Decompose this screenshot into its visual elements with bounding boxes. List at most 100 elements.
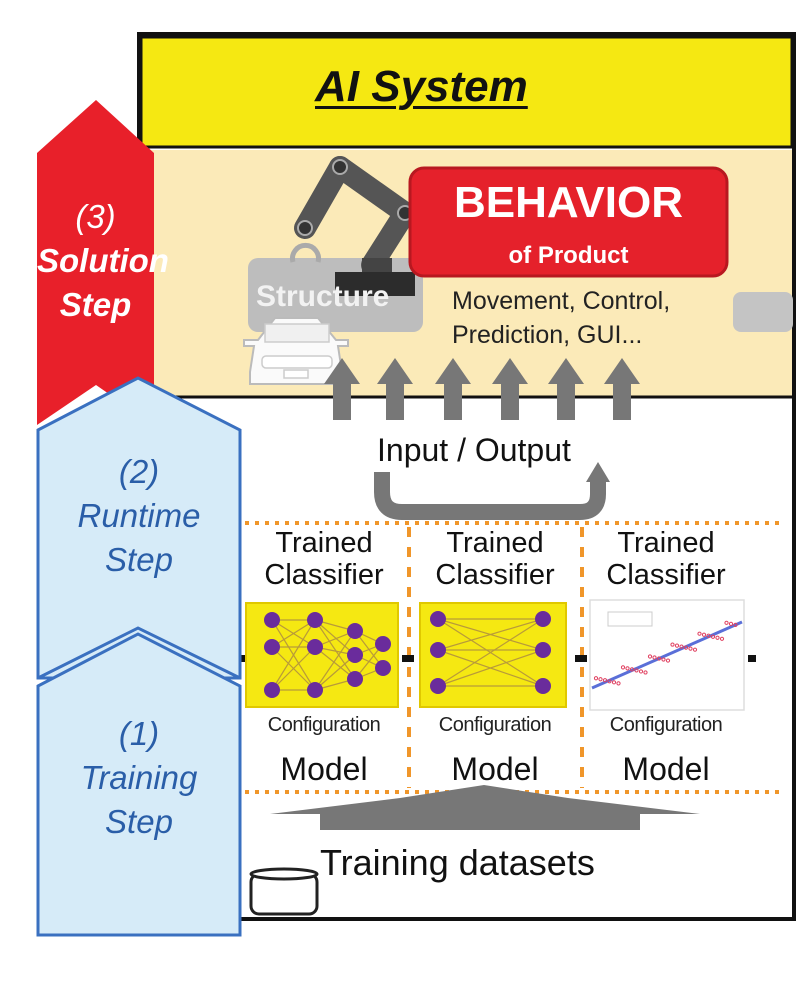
configuration-label: Configuration [267,714,381,736]
nn-edge [271,646,316,691]
nn-edge [437,618,544,651]
page-title: AI System [315,62,528,111]
structure-badge-right [733,292,793,332]
scatter-point [706,633,711,638]
scatter-point [679,644,684,649]
plot-legend [607,611,653,627]
scatter-point [620,665,626,670]
column-title: Trained Classifier [412,527,578,591]
nn-node [264,639,280,655]
behavior-title: BEHAVIOR [454,178,683,227]
step-name: Solution [37,242,169,279]
column-title-line: Trained [617,527,715,559]
scatter-point [598,677,603,682]
scatter-point [697,631,702,636]
nn-edge [271,619,316,691]
regression-line [591,620,743,690]
solution-step-label: (3) Solution Step [37,195,169,327]
scatter-point [611,680,617,685]
input-output-loop-arrow [374,472,606,520]
midline-tick [575,655,587,662]
nn-edge [314,619,356,656]
model-label: Model [622,751,710,787]
scatter-point [724,620,729,625]
nn-node [430,642,446,658]
scatter-point [683,645,689,650]
behavior-subtitle: of Product [508,242,629,269]
loop-arrow-head [586,462,610,482]
nn-node [347,671,363,687]
scatter-point [634,668,639,673]
step-word: Step [59,286,132,323]
scatter-point [616,681,621,686]
nn-node [264,682,280,698]
up-arrow [548,358,584,420]
nn-edge [314,619,356,680]
step-word: Step [105,541,173,578]
behavior-description-2: Prediction, GUI... [452,321,643,349]
column-title-line: Classifier [435,559,555,591]
scatter-point [638,669,644,674]
robot-arm-icon [290,156,416,296]
column-title: Trained Classifier [586,527,746,591]
scatter-point [701,632,707,637]
nn-node [347,623,363,639]
step-number: (1) [118,715,160,752]
scatter-point [656,656,662,661]
nn-node [430,611,446,627]
nn-node [264,612,280,628]
scatter-point [643,670,648,675]
solution-step-arrow [37,100,154,425]
nn-edge [314,646,356,680]
car-icon [243,317,349,385]
nn-node [535,678,551,694]
column-title-line: Classifier [264,559,384,591]
midline-tick [240,655,248,662]
nn-edge [314,654,356,691]
nn-node [307,612,323,628]
configuration-label: Configuration [609,714,723,736]
scatter-point [629,667,635,672]
nn-node [535,642,551,658]
step-number: (3) [75,198,116,235]
column-title-line: Trained [446,527,544,559]
scatter-point [607,679,612,684]
title-banner [139,35,794,149]
scatter-point [602,678,608,683]
up-arrow [435,358,471,420]
up-arrow [604,358,640,420]
nn-node [430,678,446,694]
training-datasets-label: Training datasets [320,842,595,883]
scatter-point [733,622,738,627]
up-arrow [324,358,360,420]
scatter-point [670,642,675,647]
nn-edge [437,618,544,687]
input-output-label: Input / Output [377,432,571,468]
behavior-box [408,166,729,278]
midline-tick [748,655,756,662]
step-name: Training [80,759,198,796]
midline-tick [402,655,414,662]
column-title-line: Classifier [606,559,726,591]
scatter-point [715,635,720,640]
column-title-line: Trained [275,527,373,559]
scatter-point [593,676,599,681]
behavior-description-1: Movement, Control, [452,287,671,315]
scatter-point [647,654,653,659]
nn-node [375,660,391,676]
model-label: Model [451,751,539,787]
scatter-point [652,655,657,660]
model-label: Model [280,751,368,787]
nn-node [307,682,323,698]
step-name: Runtime [77,497,201,534]
scatter-point [719,636,725,641]
up-arrow [377,358,413,420]
column-title: Trained Classifier [244,527,404,591]
scatter-point [625,666,630,671]
nn-edge [271,619,316,648]
scatter-point [692,647,698,652]
scatter-point [665,658,671,663]
runtime-step-arrow [36,376,242,680]
structure-label: Structure [256,280,390,313]
